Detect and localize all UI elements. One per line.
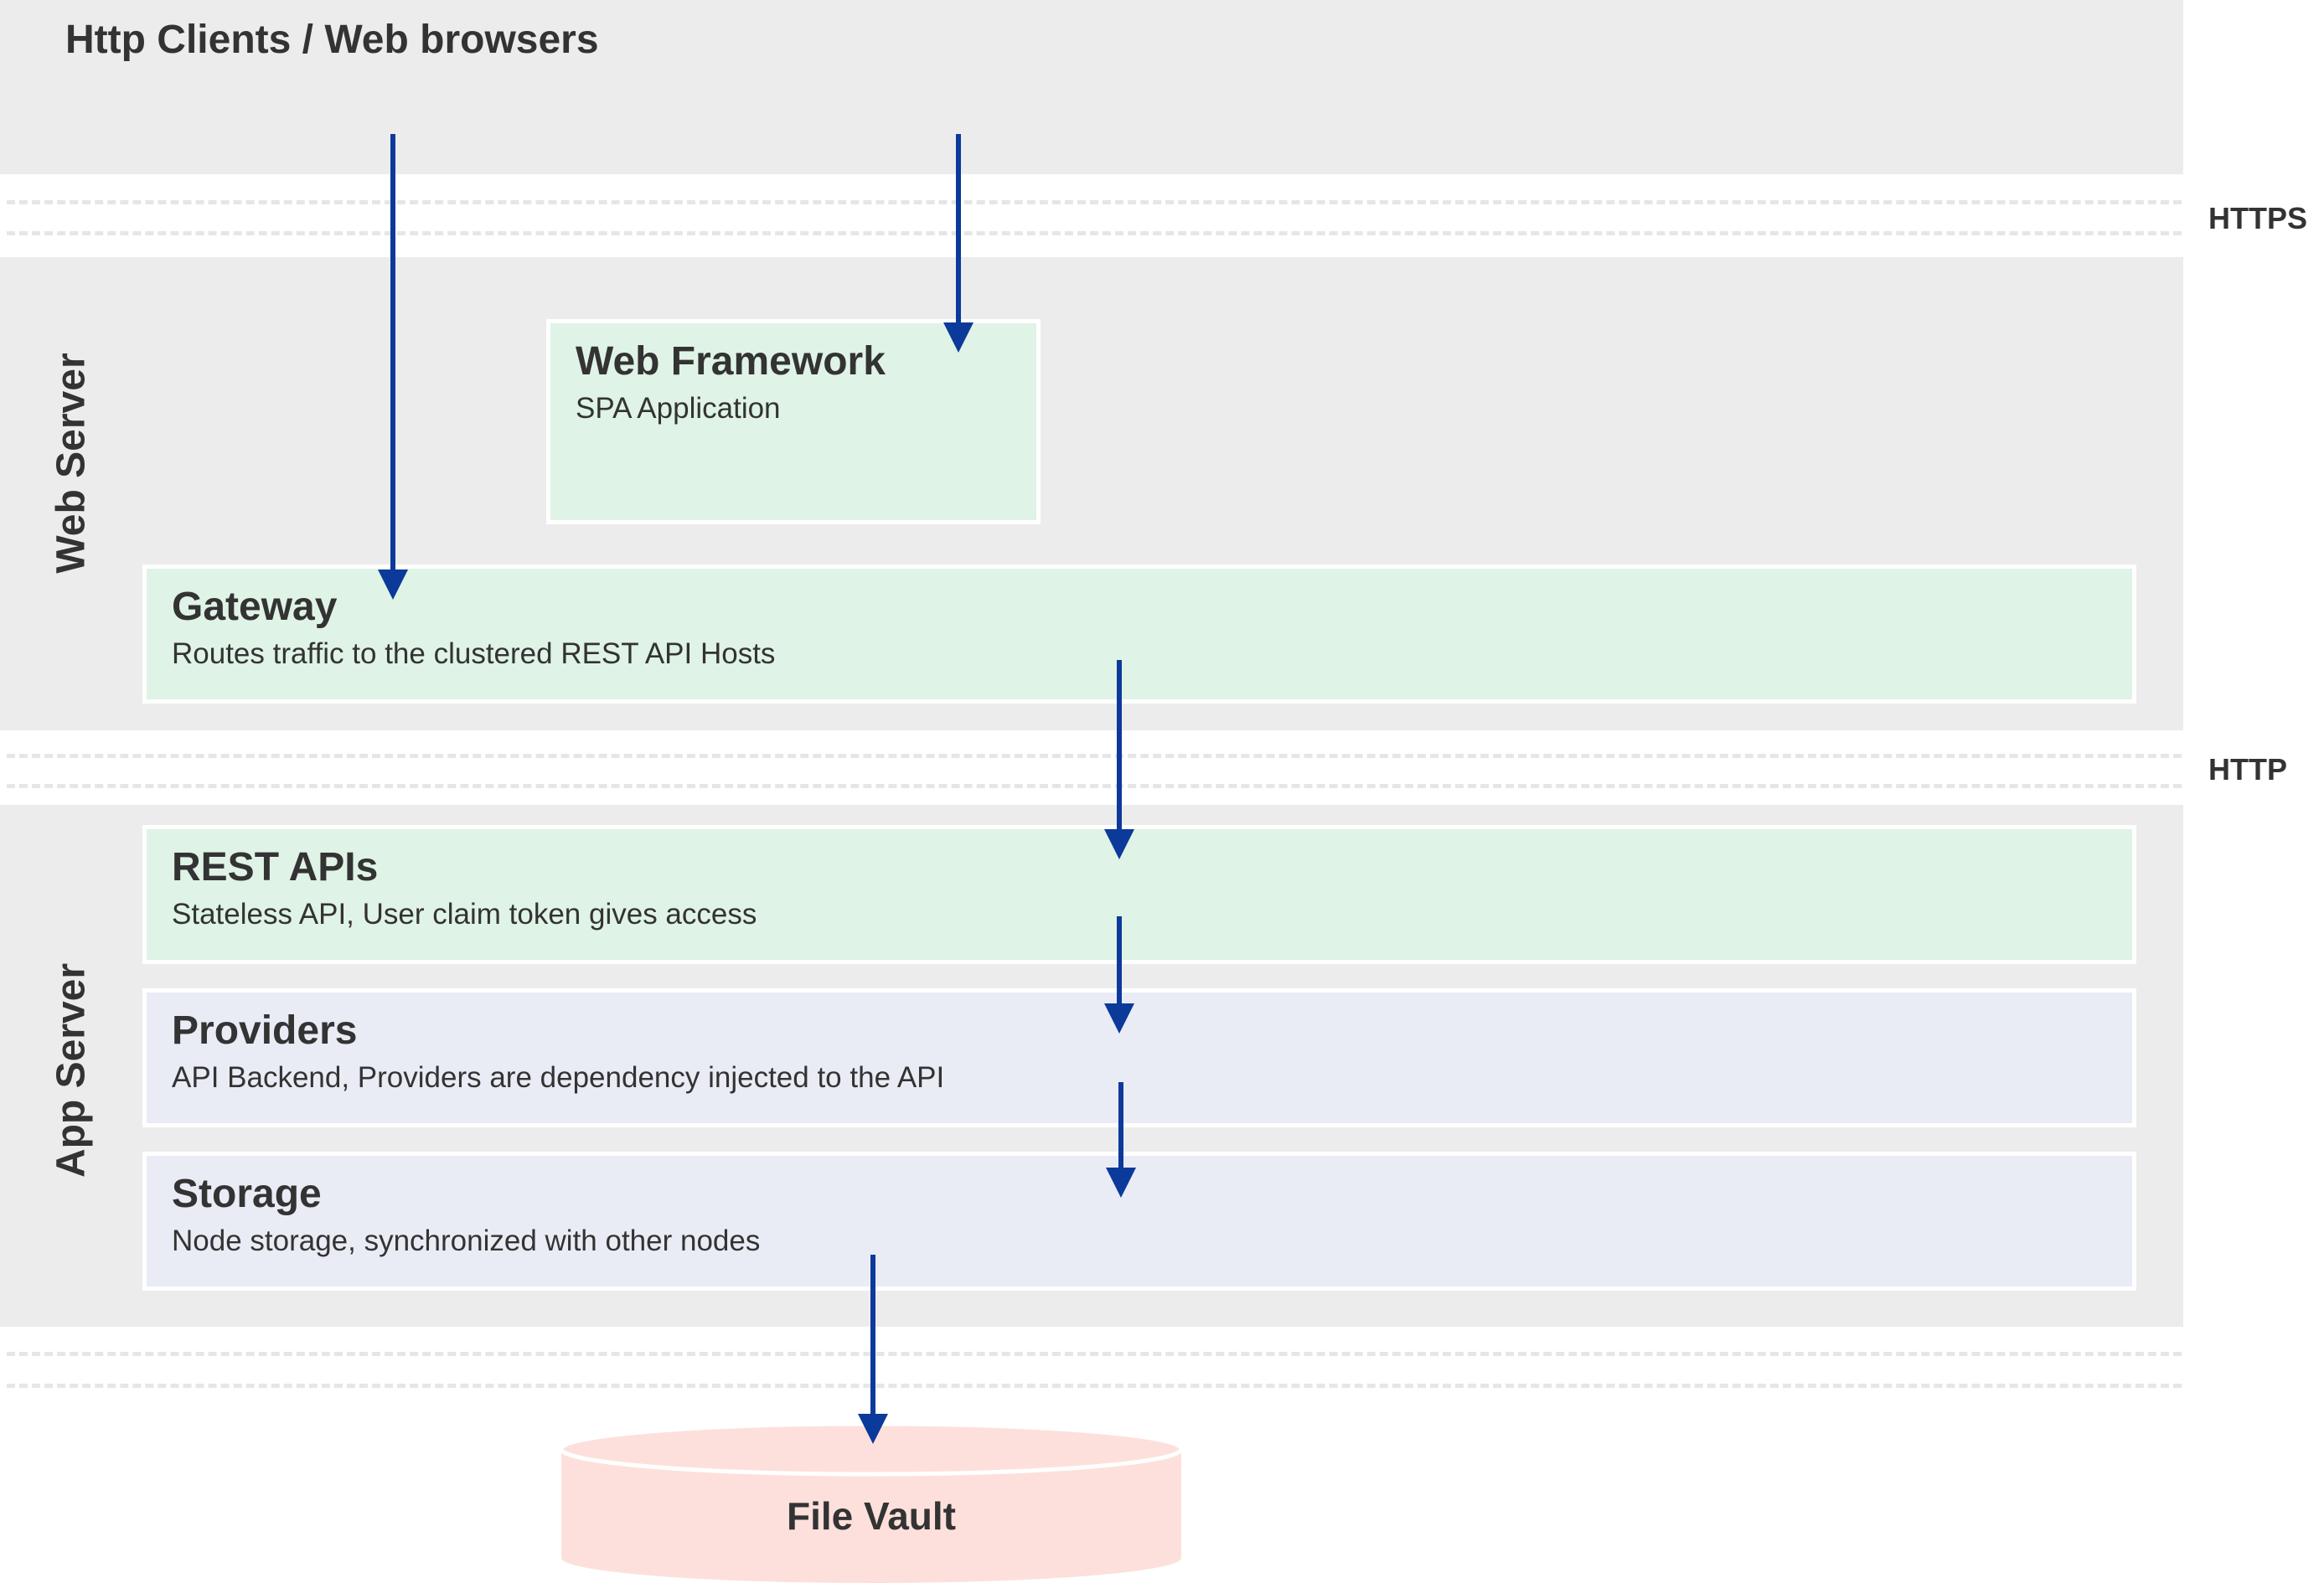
storage-desc: Node storage, synchronized with other no… — [172, 1225, 761, 1257]
https-divider-bottom — [7, 231, 2182, 235]
providers-desc: API Backend, Providers are dependency in… — [172, 1061, 945, 1094]
protocol-http-label: HTTP — [2208, 752, 2287, 786]
rest-apis-title: REST APIs — [172, 845, 379, 889]
https-divider-top — [7, 200, 2182, 204]
clients-title: Http Clients / Web browsers — [65, 18, 599, 62]
providers-title: Providers — [172, 1008, 358, 1053]
storage-title: Storage — [172, 1172, 322, 1216]
web-framework-title: Web Framework — [576, 339, 886, 384]
http-divider-bottom — [7, 784, 2182, 788]
protocol-https-label: HTTPS — [2208, 201, 2308, 235]
rest-apis-desc: Stateless API, User claim token gives ac… — [172, 898, 757, 931]
gateway-title: Gateway — [172, 585, 338, 629]
clients-band — [0, 0, 2183, 174]
storage-box: Storage Node storage, synchronized with … — [142, 1152, 2136, 1291]
gateway-desc: Routes traffic to the clustered REST API… — [172, 637, 776, 670]
rest-apis-box: REST APIs Stateless API, User claim toke… — [142, 825, 2136, 964]
gateway-box: Gateway Routes traffic to the clustered … — [142, 565, 2136, 704]
storage-divider-top — [7, 1352, 2182, 1356]
http-divider-top — [7, 754, 2182, 758]
providers-box: Providers API Backend, Providers are dep… — [142, 988, 2136, 1127]
web-framework-desc: SPA Application — [576, 392, 781, 425]
file-vault-label: File Vault — [787, 1494, 956, 1538]
web-framework-box: Web Framework SPA Application — [546, 319, 1041, 524]
file-vault-body — [561, 1449, 1181, 1583]
storage-divider-bottom — [7, 1384, 2182, 1388]
